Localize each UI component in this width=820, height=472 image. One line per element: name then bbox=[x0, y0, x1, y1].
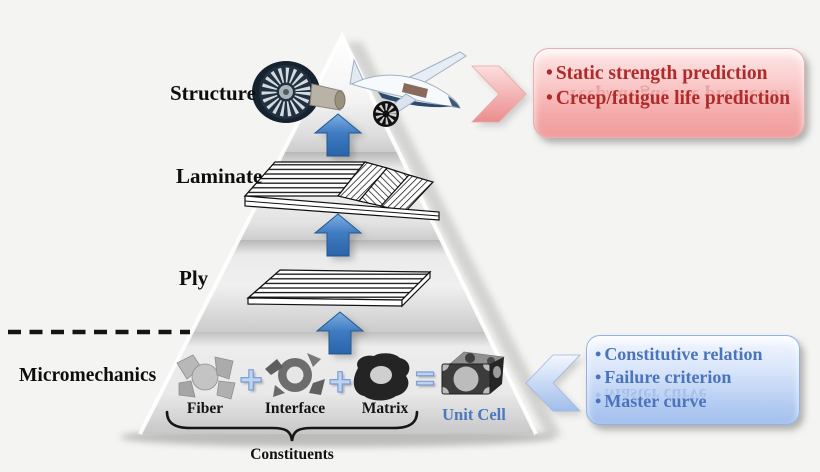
structure-predictions-callout: • Static strength prediction • Creep/fat… bbox=[533, 48, 805, 138]
airplane-image bbox=[349, 51, 467, 127]
matrix-image bbox=[353, 353, 410, 401]
bullet-item: • Creep/fatigue life prediction bbox=[546, 86, 804, 111]
chevron-right-icon bbox=[471, 65, 530, 126]
constituents-brace bbox=[165, 410, 419, 442]
bullet-icon: • bbox=[546, 88, 553, 110]
bullet-item: • Constitutive relation bbox=[595, 343, 799, 366]
bullet-icon: • bbox=[595, 344, 602, 364]
pyramid-band-micromechanics bbox=[140, 332, 536, 434]
structure-label: Structure bbox=[170, 81, 256, 105]
chevron-left-icon bbox=[525, 354, 584, 415]
interface-label: Interface bbox=[264, 400, 326, 417]
bullet-icon: • bbox=[546, 63, 553, 84]
ply-label: Ply bbox=[179, 266, 209, 290]
structure-predictions-text: • Static strength prediction • Creep/fat… bbox=[534, 49, 804, 112]
equals-icon: = bbox=[414, 360, 435, 398]
bullet-icon: • bbox=[595, 390, 602, 411]
ply-sheet-image bbox=[246, 269, 432, 308]
bullet-icon: • bbox=[595, 367, 602, 388]
constituents-label: Constituents bbox=[250, 446, 334, 463]
plus-icon: + bbox=[239, 358, 264, 402]
micromechanics-models-text: • Constitutive relation • Failure criter… bbox=[587, 336, 799, 413]
bullet-text: Constitutive relation bbox=[604, 344, 763, 364]
interface-image bbox=[265, 353, 325, 397]
micromechanics-label: Micromechanics bbox=[19, 365, 157, 386]
bullet-text: Failure criterion bbox=[604, 367, 732, 388]
bullet-text: Static strength prediction bbox=[555, 63, 768, 84]
fiber-label: Fiber bbox=[186, 400, 224, 417]
jet-engine-image bbox=[252, 61, 346, 123]
bullet-item: • Failure criterion bbox=[595, 366, 799, 389]
laminate-stack-image bbox=[243, 161, 440, 221]
unit-cell-label: Unit Cell bbox=[442, 405, 506, 424]
fiber-image bbox=[176, 354, 236, 400]
pyramid-edge-highlight bbox=[138, 31, 538, 435]
micromechanics-models-callout: • Constitutive relation • Failure criter… bbox=[586, 335, 800, 425]
bullet-item: • Master curve bbox=[595, 390, 799, 413]
bullet-text: Creep/fatigue life prediction bbox=[555, 88, 791, 110]
up-arrow-structure-icon bbox=[313, 113, 366, 160]
plus-icon: + bbox=[328, 360, 353, 404]
bullet-item: • Static strength prediction bbox=[546, 61, 804, 86]
up-arrow-ply-icon bbox=[315, 311, 368, 358]
laminate-label: Laminate bbox=[176, 164, 263, 188]
unit-cell-image bbox=[441, 351, 506, 395]
bullet-text: Master curve bbox=[604, 390, 707, 411]
up-arrow-laminate-icon bbox=[313, 213, 366, 260]
matrix-label: Matrix bbox=[361, 400, 409, 417]
